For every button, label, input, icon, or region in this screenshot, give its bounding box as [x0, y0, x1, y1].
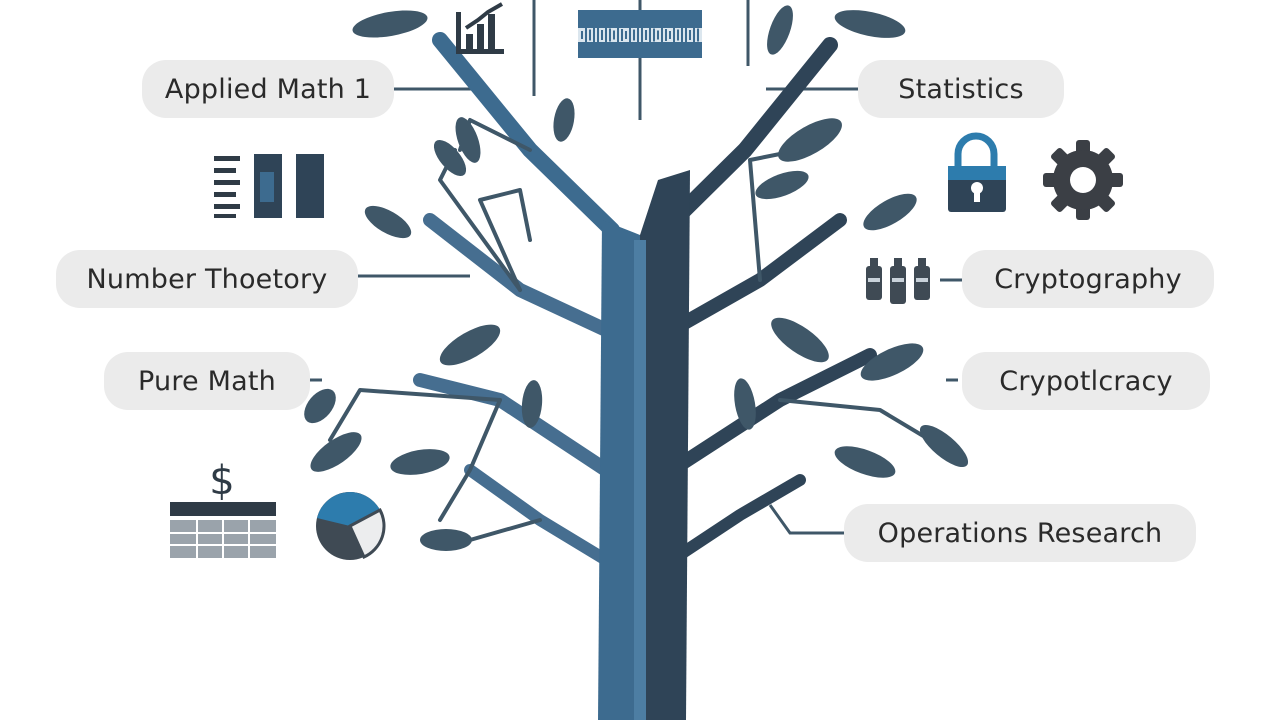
leaf [919, 424, 969, 468]
leaf [778, 118, 842, 162]
barcode-stroke [697, 28, 699, 42]
barcode-stroke [677, 29, 679, 41]
branch-bottom-right [666, 474, 806, 566]
barcode-stroke [641, 28, 643, 42]
label-cryptography: Cryptography [962, 250, 1214, 308]
leaf [521, 380, 543, 428]
leaf [310, 432, 362, 472]
barcode-stroke [589, 29, 591, 41]
connector-lines [310, 0, 962, 535]
dollar-icon: $ [209, 458, 234, 504]
barcode-stroke [645, 30, 647, 40]
barcode-stroke [661, 27, 663, 43]
barcode-signal-icon [578, 10, 702, 58]
connector-operations-research [768, 504, 844, 535]
leaf [771, 317, 829, 363]
bar-chart-icon [456, 2, 504, 54]
leaf [439, 324, 501, 366]
document-lines-icon [214, 154, 324, 218]
leaf [755, 170, 809, 200]
leaf [767, 5, 793, 55]
barcode-stroke [637, 26, 639, 44]
label-applied-math: Applied Math 1 [142, 60, 394, 118]
label-statistics: Statistics [858, 60, 1064, 118]
barcode-stroke [593, 26, 595, 44]
leaf [834, 446, 896, 478]
barcode-stroke [581, 31, 583, 39]
barcode-stroke [693, 26, 695, 44]
label-operations-research: Operations Research [844, 504, 1196, 562]
bottles-icon [866, 258, 930, 304]
barcode-stroke [605, 26, 607, 44]
label-pure-math: Pure Math [104, 352, 310, 410]
barcode-stroke [617, 27, 619, 43]
barcode-stroke [613, 30, 615, 40]
leaf [455, 117, 481, 163]
leaf [304, 388, 336, 424]
barcode-stroke [609, 28, 611, 42]
barcode-stroke [585, 27, 587, 43]
barcode-stroke [657, 30, 659, 40]
data-table-icon [170, 502, 276, 558]
leaf [390, 449, 450, 475]
barcode-stroke [665, 29, 667, 41]
tree-trunk [598, 170, 690, 720]
leaf [420, 529, 472, 551]
leaf [834, 10, 906, 38]
barcode-stroke [621, 29, 623, 41]
leaf [364, 205, 412, 239]
barcode-stroke [649, 26, 651, 44]
gear-icon [1043, 140, 1123, 220]
leaf [734, 378, 756, 430]
tree-leaves [304, 5, 969, 551]
barcode-stroke [625, 31, 627, 39]
trunk-right [640, 170, 690, 720]
leaf [860, 343, 924, 381]
leaf [863, 193, 917, 231]
barcode-stroke [653, 28, 655, 42]
branch-upper-right [656, 37, 838, 238]
label-cryptocracy: Crypotlcracy [962, 352, 1210, 410]
pie-chart-icon [316, 492, 386, 560]
lock-icon [948, 132, 1006, 212]
barcode-stroke [689, 30, 691, 40]
barcode-stroke [681, 26, 683, 44]
barcode-stroke [629, 27, 631, 43]
barcode-stroke [597, 28, 599, 42]
twig-3 [438, 398, 502, 522]
tree-branches [328, 32, 932, 566]
twig-5 [778, 398, 932, 442]
leaf [433, 139, 467, 177]
trunk-highlight [634, 240, 646, 720]
barcode-stroke [669, 31, 671, 39]
barcode-stroke [673, 27, 675, 43]
barcode-stroke [685, 28, 687, 42]
trunk-left [598, 220, 640, 720]
barcode-stroke [633, 29, 635, 41]
label-number-theory: Number Thoetory [56, 250, 358, 308]
barcode-stroke [601, 30, 603, 40]
leaf [553, 98, 575, 142]
branch-bottom-left [464, 464, 612, 566]
twig-4 [328, 388, 502, 442]
leaf [352, 10, 428, 38]
twig-1 [478, 188, 532, 292]
